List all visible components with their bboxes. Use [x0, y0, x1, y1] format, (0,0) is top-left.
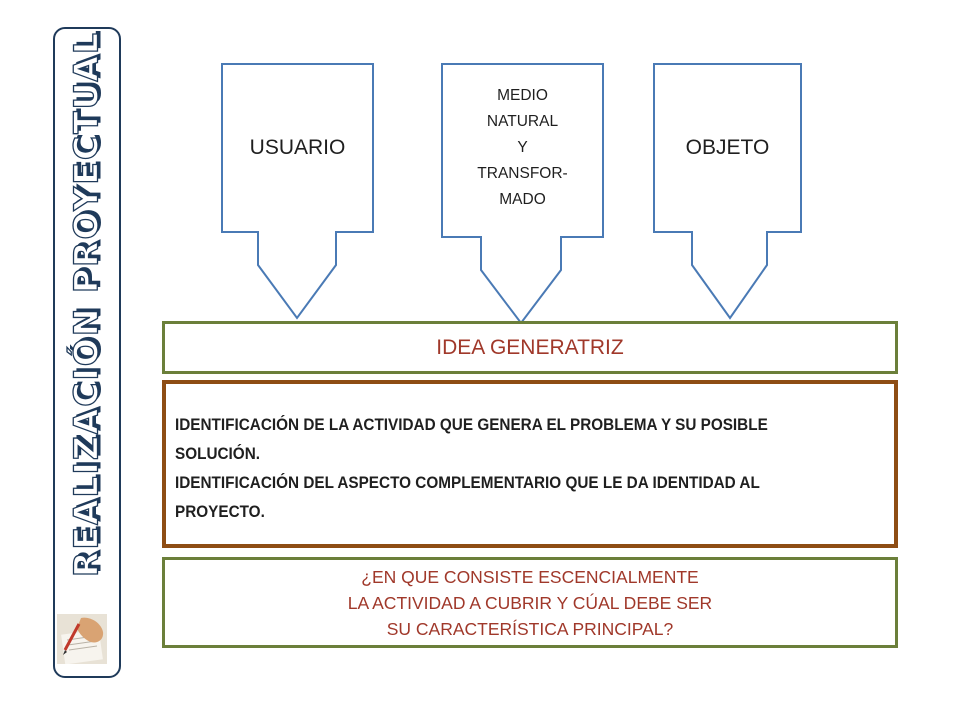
question-line: LA ACTIVIDAD A CUBRIR Y CÚAL DEBE SER — [347, 592, 713, 613]
identification-line: IDENTIFICACIÓN DE LA ACTIVIDAD QUE GENER… — [175, 415, 768, 434]
arrow-medio — [441, 63, 604, 325]
identification-line: PROYECTO. — [175, 502, 265, 521]
identification-box: IDENTIFICACIÓN DE LA ACTIVIDAD QUE GENER… — [162, 380, 898, 548]
input-label-text: USUARIO — [249, 136, 346, 159]
input-label-medio: MEDIO NATURAL Y TRANSFOR- MADO — [442, 78, 603, 218]
question-line: ¿EN QUE CONSISTE ESCENCIALMENTE — [361, 566, 699, 587]
question-line: SU CARACTERÍSTICA PRINCIPAL? — [386, 618, 674, 639]
input-label-text: OBJETO — [685, 136, 770, 159]
arrow-objeto — [653, 63, 802, 320]
input-label-line: NATURAL — [486, 113, 559, 130]
arrow-usuario — [221, 63, 374, 320]
input-label-line: Y — [517, 139, 528, 156]
side-banner — [53, 27, 121, 678]
input-label-objeto: OBJETO — [654, 64, 801, 232]
input-label-line: TRANSFOR- — [477, 165, 568, 182]
idea-label: IDEA GENERATRIZ — [436, 335, 624, 359]
input-label-usuario: USUARIO — [222, 64, 373, 232]
input-label-line: MEDIO — [497, 87, 548, 104]
identification-line: SOLUCIÓN. — [175, 444, 261, 463]
idea-generatriz-box: IDEA GENERATRIZ — [162, 321, 898, 374]
question-box: ¿EN QUE CONSISTE ESCENCIALMENTE LA ACTIV… — [162, 557, 898, 648]
identification-line: IDENTIFICACIÓN DEL ASPECTO COMPLEMENTARI… — [175, 473, 760, 492]
hand-writing-photo-icon — [57, 614, 107, 664]
input-label-line: MADO — [499, 191, 546, 208]
